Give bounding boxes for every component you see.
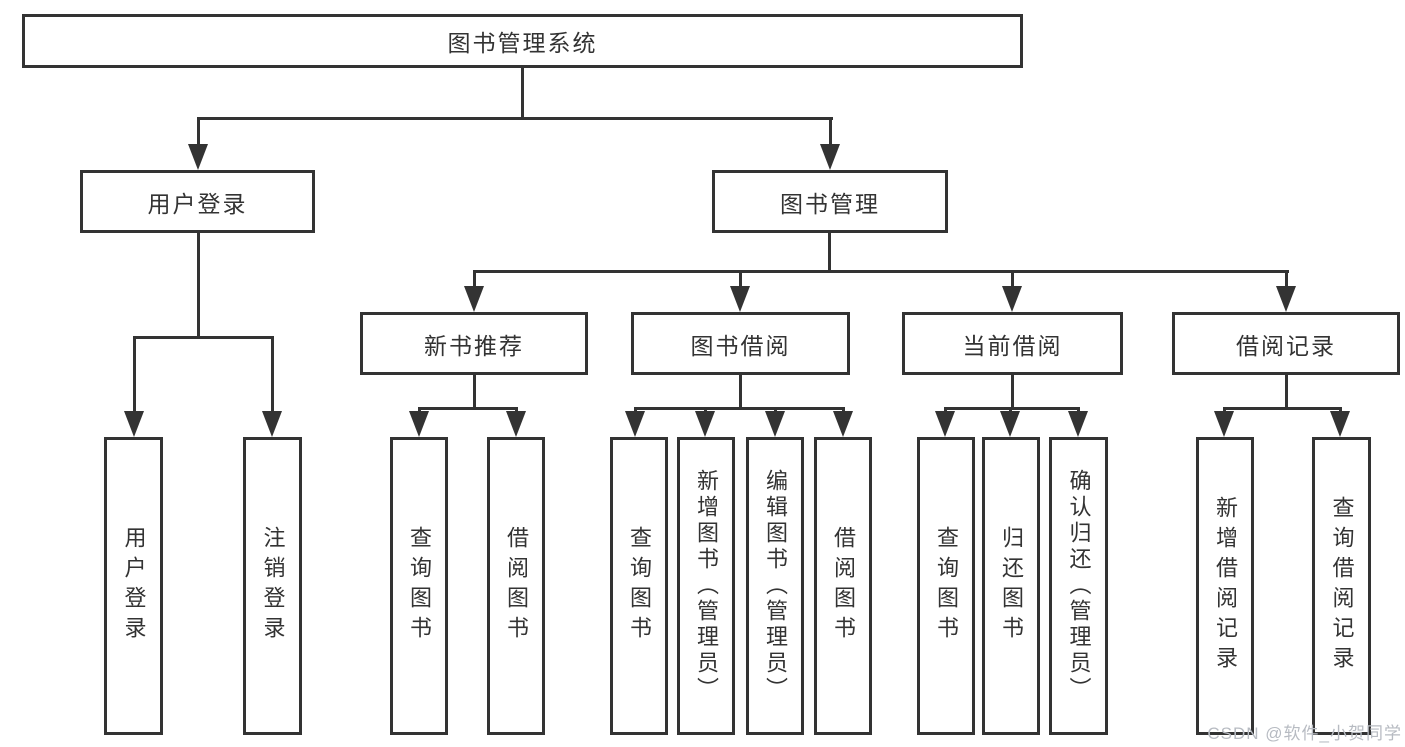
connector-line bbox=[197, 117, 833, 120]
arrow-down-icon bbox=[935, 411, 955, 437]
connector-line bbox=[473, 375, 476, 409]
connector-line bbox=[739, 375, 742, 409]
node-label: 图书借阅 bbox=[690, 332, 791, 359]
arrow-down-icon bbox=[124, 411, 144, 437]
node-label: 新增图书（管理员） bbox=[694, 469, 719, 703]
node-label: 新书推荐 bbox=[424, 332, 524, 359]
connector-line bbox=[829, 117, 832, 147]
connector-line bbox=[1285, 270, 1288, 288]
arrow-down-icon bbox=[695, 411, 715, 437]
leaf-return-books: 归还图书 bbox=[982, 437, 1040, 735]
node-label: 用户登录 bbox=[121, 526, 147, 646]
arrow-down-icon bbox=[409, 411, 429, 437]
connector-line bbox=[271, 336, 274, 411]
arrow-down-icon bbox=[833, 411, 853, 437]
arrow-down-icon bbox=[1276, 286, 1296, 312]
arrow-down-icon bbox=[1330, 411, 1350, 437]
node-label: 图书管理 bbox=[780, 190, 880, 217]
connector-line bbox=[133, 336, 274, 339]
leaf-logout: 注销登录 bbox=[243, 437, 302, 735]
leaf-query-books: 查询图书 bbox=[917, 437, 975, 735]
leaf-borrow-books: 借阅图书 bbox=[814, 437, 872, 735]
leaf-confirm-return-admin: 确认归还（管理员） bbox=[1049, 437, 1108, 735]
connector-line bbox=[1011, 375, 1014, 409]
arrow-down-icon bbox=[1000, 411, 1020, 437]
connector-line bbox=[133, 336, 136, 411]
leaf-user-login: 用户登录 bbox=[104, 437, 163, 735]
node-label: 借阅记录 bbox=[1236, 332, 1336, 359]
arrow-down-icon bbox=[506, 411, 526, 437]
leaf-query-books: 查询图书 bbox=[610, 437, 668, 735]
connector-line bbox=[944, 407, 1080, 410]
leaf-query-books: 查询图书 bbox=[390, 437, 448, 735]
connector-line bbox=[197, 233, 200, 337]
node-book-borrowing: 图书借阅 bbox=[631, 312, 850, 375]
node-label: 注销登录 bbox=[260, 526, 286, 646]
connector-line bbox=[739, 270, 742, 288]
arrow-down-icon bbox=[262, 411, 282, 437]
leaf-add-borrow-record: 新增借阅记录 bbox=[1196, 437, 1254, 735]
leaf-query-borrow-record: 查询借阅记录 bbox=[1312, 437, 1371, 735]
arrow-down-icon bbox=[464, 286, 484, 312]
arrow-down-icon bbox=[625, 411, 645, 437]
node-borrowing-records: 借阅记录 bbox=[1172, 312, 1400, 375]
connector-line bbox=[473, 270, 1289, 273]
watermark: CSDN @软件_小贺同学 bbox=[1207, 724, 1402, 743]
arrow-down-icon bbox=[730, 286, 750, 312]
connector-line bbox=[1285, 375, 1288, 409]
connector-line bbox=[1223, 407, 1342, 410]
connector-line bbox=[418, 407, 518, 410]
leaf-add-books-admin: 新增图书（管理员） bbox=[677, 437, 735, 735]
node-label: 新增借阅记录 bbox=[1213, 496, 1238, 676]
node-label: 查询图书 bbox=[934, 526, 959, 646]
node-new-book-recommendation: 新书推荐 bbox=[360, 312, 588, 375]
leaf-edit-books-admin: 编辑图书（管理员） bbox=[746, 437, 804, 735]
connector-line bbox=[473, 270, 476, 288]
node-label: 用户登录 bbox=[147, 190, 248, 217]
node-label: 图书管理系统 bbox=[447, 30, 598, 56]
connector-line bbox=[197, 117, 200, 147]
connector-line bbox=[521, 68, 524, 119]
node-label: 确认归还（管理员） bbox=[1066, 469, 1092, 703]
node-book-management: 图书管理 bbox=[712, 170, 948, 233]
leaf-borrow-books: 借阅图书 bbox=[487, 437, 545, 735]
node-user-login: 用户登录 bbox=[80, 170, 315, 233]
arrow-down-icon bbox=[820, 144, 840, 170]
arrow-down-icon bbox=[1214, 411, 1234, 437]
node-label: 查询借阅记录 bbox=[1329, 496, 1355, 676]
node-label: 查询图书 bbox=[627, 526, 652, 646]
arrow-down-icon bbox=[188, 144, 208, 170]
arrow-down-icon bbox=[1068, 411, 1088, 437]
node-current-borrowing: 当前借阅 bbox=[902, 312, 1123, 375]
node-label: 归还图书 bbox=[999, 526, 1024, 646]
node-label: 借阅图书 bbox=[504, 526, 529, 646]
node-label: 当前借阅 bbox=[962, 332, 1063, 359]
node-library-management-system: 图书管理系统 bbox=[22, 14, 1023, 68]
connector-line bbox=[634, 407, 845, 410]
arrow-down-icon bbox=[765, 411, 785, 437]
connector-line bbox=[828, 233, 831, 272]
connector-line bbox=[1011, 270, 1014, 288]
node-label: 借阅图书 bbox=[831, 526, 856, 646]
arrow-down-icon bbox=[1002, 286, 1022, 312]
node-label: 编辑图书（管理员） bbox=[763, 469, 788, 703]
node-label: 查询图书 bbox=[407, 526, 432, 646]
